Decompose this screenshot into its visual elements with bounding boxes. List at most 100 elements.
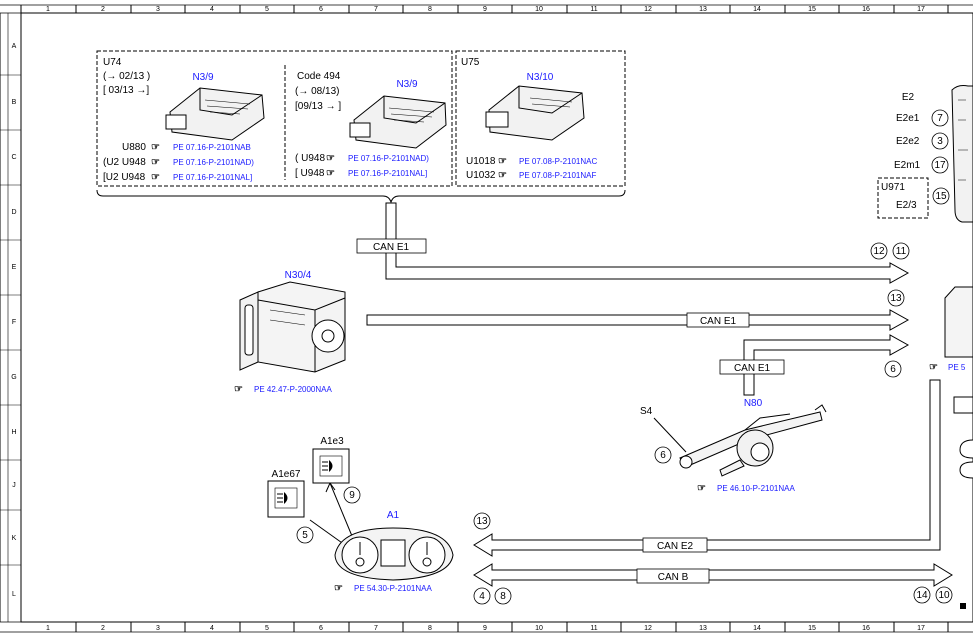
ref-hand-icon: ☞: [498, 156, 507, 167]
ref-hand-icon: ☞: [151, 142, 160, 153]
connector-num-label: 13: [890, 293, 902, 304]
col-label: 15: [808, 6, 816, 13]
connector-num: [887, 289, 905, 307]
connector-num: [892, 242, 910, 260]
ref-hand-icon: ☞: [498, 170, 507, 181]
can-e1-top-bus: CAN E1: [356, 202, 910, 284]
col-label: 11: [590, 625, 597, 632]
u74-ecu-name: N3/9: [192, 72, 214, 83]
e2-num: 7: [937, 113, 943, 124]
u971-label: U971: [881, 182, 905, 193]
u75-box: [455, 50, 626, 187]
col-label: 14: [753, 6, 761, 13]
right-ref: PE 5: [948, 363, 966, 372]
s4-label: S4: [640, 406, 653, 417]
headlamp-icon: [274, 487, 298, 509]
code494-ref-2: PE 07.16-P-2101NAL]: [348, 169, 427, 178]
can-e1-mid-label: CAN E1: [700, 316, 737, 327]
connector-num-label: 11: [896, 246, 907, 257]
u75-label: U75: [461, 57, 480, 68]
col-label: 1: [46, 625, 50, 632]
col-label: 13: [699, 625, 707, 632]
u75-ecu-name: N3/10: [527, 72, 554, 83]
col-label: 4: [210, 625, 214, 632]
connector-num: [935, 586, 953, 604]
a1e67-label: A1e67: [272, 469, 301, 480]
col-label: 5: [265, 6, 269, 13]
code494-code-1: ( U948: [295, 153, 325, 164]
can-e2-bus: CAN E2: [473, 379, 941, 557]
row-label: D: [11, 209, 16, 216]
col-label: 6: [319, 625, 323, 632]
column-ruler: 1 2 3 4 5 6 7 8 9 10 11 12 13 14 15 16 1…: [20, 5, 949, 632]
col-label: 5: [265, 625, 269, 632]
col-label: 13: [699, 6, 707, 13]
col-label: 16: [862, 625, 870, 632]
e2-num: 3: [937, 136, 943, 147]
connector-num: [473, 512, 491, 530]
connector-num: [473, 587, 491, 605]
code494-range-2: [09/13 → ]: [295, 101, 341, 112]
col-label: 15: [808, 625, 816, 632]
row-label: H: [11, 429, 16, 436]
col-label: 12: [644, 6, 652, 13]
col-label: 11: [590, 6, 597, 13]
u75-code-1: U1018: [466, 156, 496, 167]
connector-num-label: 9: [349, 490, 355, 501]
a1-ref: PE 54.30-P-2101NAA: [354, 584, 432, 593]
connector-num: [494, 587, 512, 605]
u75-ref-1: PE 07.08-P-2101NAC: [519, 157, 597, 166]
u74-range-2: [ 03/13 →]: [103, 85, 149, 96]
connector-num: [913, 586, 931, 604]
u74-range-1: (→ 02/13 ): [103, 71, 150, 82]
ref-hand-icon: ☞: [234, 384, 243, 395]
ref-hand-icon: ☞: [326, 153, 335, 164]
e2-label: E2: [902, 92, 915, 103]
col-label: 4: [210, 6, 214, 13]
col-label: 16: [862, 6, 870, 13]
row-label: K: [12, 535, 17, 542]
n80-ref: PE 46.10-P-2101NAA: [717, 484, 795, 493]
row-ruler: A B C D E F G H J K L: [0, 13, 21, 622]
abs-module-icon: [239, 281, 346, 373]
right-module-partial: ☞ PE 5: [929, 286, 973, 609]
col-label: 7: [374, 6, 378, 13]
connector-num-label: 14: [916, 590, 928, 601]
connector-num-label: 13: [476, 516, 488, 527]
col-label: 2: [101, 6, 105, 13]
instrument-cluster-icon: [334, 527, 454, 581]
engine-ecu-group: U74 (→ 02/13 ) [ 03/13 →] N3/9 U880 ☞ PE…: [96, 50, 626, 204]
u74-ref-2: PE 07.16-P-2101NAD): [173, 158, 254, 167]
col-label: 10: [535, 625, 543, 632]
col-label: 9: [483, 6, 487, 13]
ref-hand-icon: ☞: [326, 168, 335, 179]
u75-code-2: U1032: [466, 170, 496, 181]
e2e2-label: E2e2: [896, 136, 920, 147]
ecu-icon: [349, 95, 447, 149]
headlamp-icon: [319, 455, 343, 477]
connector-num-label: 6: [890, 364, 896, 375]
row-label: E: [12, 264, 17, 271]
u74-label: U74: [103, 57, 122, 68]
col-label: 8: [428, 6, 432, 13]
n80-name: N80: [744, 398, 763, 409]
row-label: G: [11, 374, 16, 381]
row-label: J: [12, 482, 16, 489]
col-label: 1: [46, 6, 50, 13]
code494-label: Code 494: [297, 71, 341, 82]
e2e1-label: E2e1: [896, 113, 920, 124]
can-e1-low-bus: CAN E1: [719, 334, 910, 396]
ref-hand-icon: ☞: [151, 157, 160, 168]
group-brace: [96, 189, 626, 204]
row-label: F: [12, 319, 16, 326]
ecu-icon: [485, 85, 585, 141]
can-e1-low-label: CAN E1: [734, 363, 771, 374]
ref-hand-icon: ☞: [697, 483, 706, 494]
connector-num-label: 6: [660, 450, 666, 461]
col-label: 12: [644, 625, 652, 632]
code494-ecu-name: N3/9: [396, 79, 418, 90]
connector-num-label: 5: [302, 530, 308, 541]
e2-num: 17: [934, 160, 946, 171]
ref-hand-icon: ☞: [151, 172, 160, 183]
